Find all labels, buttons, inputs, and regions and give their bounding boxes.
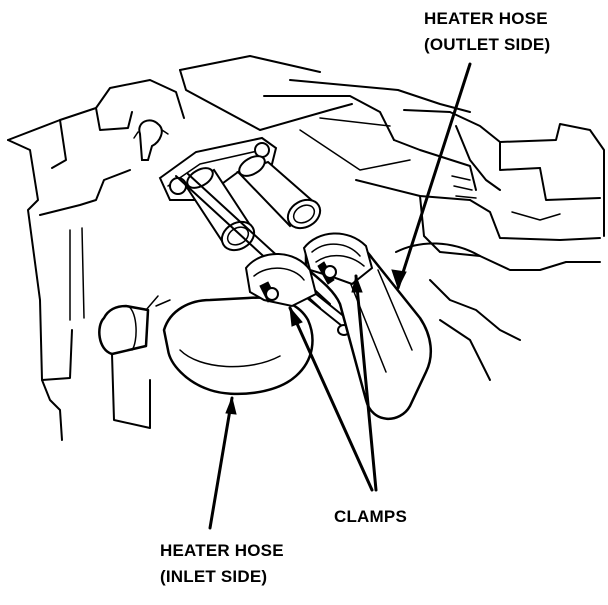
heater-hose-outlet [302, 232, 433, 421]
outlet-label-line1: HEATER HOSE [424, 9, 548, 28]
labels: HEATER HOSE (OUTLET SIDE) CLAMPS HEATER … [160, 9, 550, 586]
leader-lines [208, 62, 472, 530]
inlet-label-line2: (INLET SIDE) [160, 567, 267, 586]
clamps-label: CLAMPS [334, 507, 407, 526]
heater-core-pipes [158, 136, 351, 336]
outlet-label-line2: (OUTLET SIDE) [424, 35, 550, 54]
inlet-label-line1: HEATER HOSE [160, 541, 284, 560]
heater-hose-inlet [162, 253, 318, 396]
